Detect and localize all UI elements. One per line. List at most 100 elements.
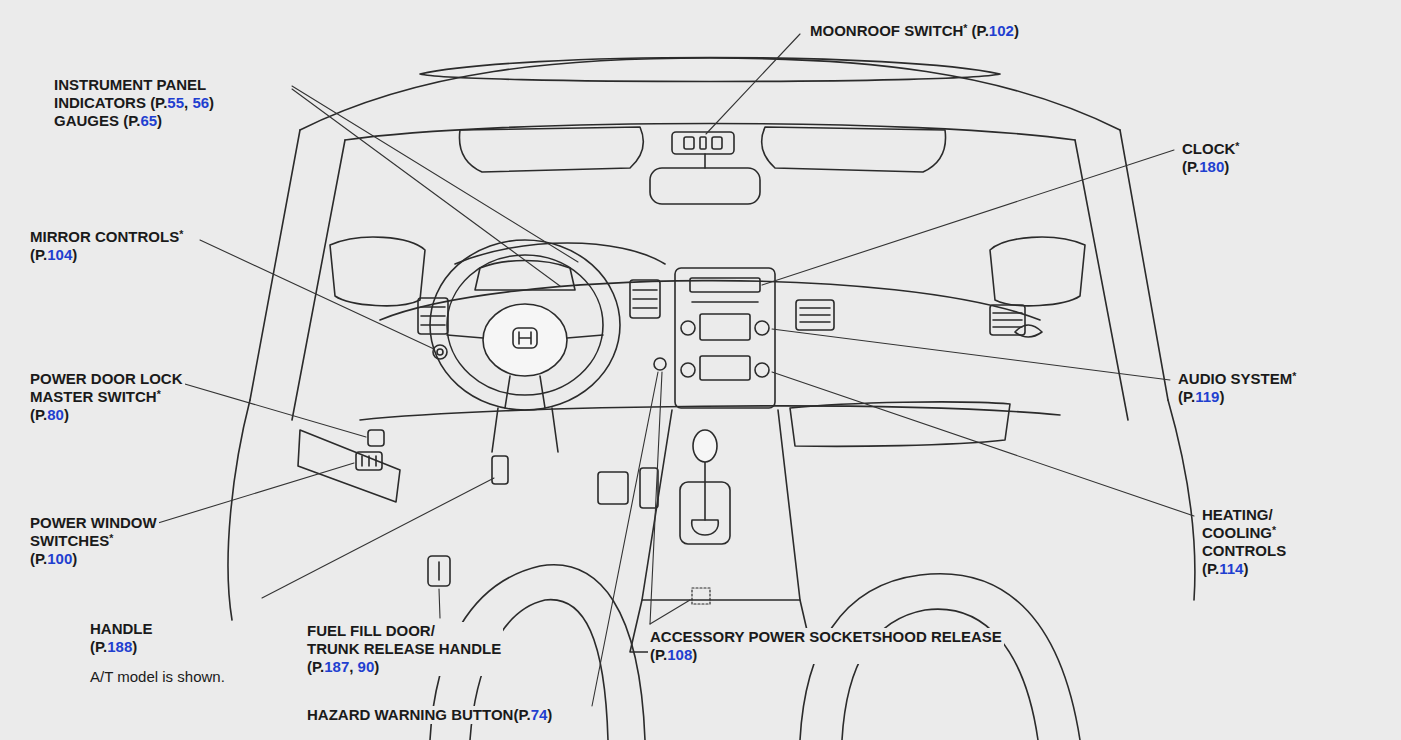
moonroof-switch [700, 137, 706, 149]
note-text: A/T model is shown. [88, 668, 227, 686]
label-word: ACCESSORY [650, 628, 744, 645]
label-word: DOOR [91, 370, 136, 387]
label-word: (P. [972, 22, 989, 39]
console-lid [630, 600, 812, 652]
label-word: (P. [1178, 388, 1195, 405]
label-word: (P. [30, 246, 47, 263]
fuel-trunk-release [438, 562, 440, 580]
label-word: HAZARD [307, 706, 370, 723]
leader-line [292, 86, 578, 262]
label-word: ) [72, 246, 77, 263]
word-space [158, 668, 162, 685]
callout-label: INSTRUMENT PANEL INDICATORS (P.55, 56) [52, 76, 216, 112]
vent-slats [633, 290, 657, 308]
option-mark: * [1272, 524, 1276, 536]
page-number: 108 [667, 646, 692, 663]
word-space [381, 622, 385, 639]
page-number: 119 [1195, 388, 1219, 405]
callout-label: AUDIO SYSTEM* (P.119) [1176, 370, 1298, 406]
word-space [188, 94, 192, 111]
label-word: (P. [650, 646, 667, 663]
label-word: FILL [350, 622, 381, 639]
leader-line [772, 329, 1170, 380]
label-word: HANDLE [90, 620, 153, 637]
label-word: ) [64, 406, 69, 423]
brake-pedal [598, 472, 628, 504]
word-space [927, 628, 931, 645]
window-switch-buttons [362, 456, 376, 466]
word-space [146, 94, 150, 111]
label-word: WINDOW [91, 514, 157, 531]
audio-knob [755, 321, 769, 335]
fuel-trunk-release [428, 556, 450, 586]
page-number: 90 [358, 658, 375, 675]
label-word: (P. [150, 94, 167, 111]
callout-label: FUEL FILL DOOR/ TRUNK RELEASE HANDLE (P.… [305, 622, 503, 676]
label-word: POWER [30, 514, 87, 531]
label-word: ) [692, 646, 697, 663]
vent-slats [421, 307, 445, 325]
label-word: (P. [1202, 560, 1219, 577]
label-word: CONTROLS [1202, 542, 1286, 559]
callout-label: ACCESSORY POWER SOCKETSHOOD RELEASE (P.1… [648, 628, 1004, 664]
label-word: (P. [307, 658, 324, 675]
label-word: ) [1243, 560, 1248, 577]
label-word: SWITCH [98, 388, 157, 405]
option-mark: * [179, 228, 183, 240]
door-panel [228, 400, 250, 620]
clock-display [690, 278, 760, 292]
rearview-mirror [650, 168, 760, 204]
word-space [346, 622, 350, 639]
label-word: AUDIO [1178, 370, 1226, 387]
mirror-stem [704, 154, 706, 168]
shift-lever [704, 456, 706, 520]
overhead-console [672, 132, 734, 154]
leader-line [650, 372, 662, 624]
window-switch [356, 452, 382, 470]
label-word: SWITCH [904, 22, 963, 39]
hvac-panel [700, 356, 750, 380]
page-number: 80 [47, 406, 64, 423]
callout-label: MOONROOF SWITCH* (P.102) [808, 22, 1021, 40]
label-word: (P. [30, 406, 47, 423]
label-word: MOONROOF [810, 22, 900, 39]
label-word: A/T [90, 668, 113, 685]
label-word: SYSTEM [1231, 370, 1293, 387]
word-space [353, 658, 357, 675]
label-word: ) [72, 550, 77, 567]
side-mirror [990, 237, 1085, 306]
moonroof-switch [684, 137, 694, 149]
word-space [967, 22, 971, 39]
steering-hub [483, 304, 567, 376]
leader-line [158, 463, 354, 523]
word-space [87, 370, 91, 387]
label-word: WARNING [375, 706, 448, 723]
label-word: ) [547, 706, 552, 723]
steering-wheel-inner [447, 255, 603, 395]
leader-line [439, 589, 440, 618]
hood-release-handle [492, 456, 508, 484]
steering-column [492, 408, 558, 452]
page-number: 188 [107, 638, 132, 655]
option-mark: * [157, 388, 161, 400]
center-stack [675, 268, 775, 408]
a-pillar [1075, 140, 1128, 420]
horn-badge-mark [519, 332, 531, 344]
page-number: 65 [140, 112, 157, 129]
label-word: HEATING/ [1202, 506, 1273, 523]
door-lock-switch [368, 430, 384, 446]
label-word: GAUGES [54, 112, 119, 129]
center-console [642, 410, 800, 600]
callout-label: GAUGES (P.65) [52, 112, 164, 130]
label-word: shown. [177, 668, 225, 685]
leader-line [772, 372, 1194, 516]
label-word: FUEL [307, 622, 346, 639]
word-space [87, 514, 91, 531]
leader-line [178, 382, 366, 437]
label-word: SOCKETSHOOD [809, 628, 927, 645]
label-word: , [349, 658, 353, 675]
horn-badge [513, 328, 537, 348]
label-word: INSTRUMENT [54, 76, 152, 93]
hvac-knob [681, 363, 695, 377]
